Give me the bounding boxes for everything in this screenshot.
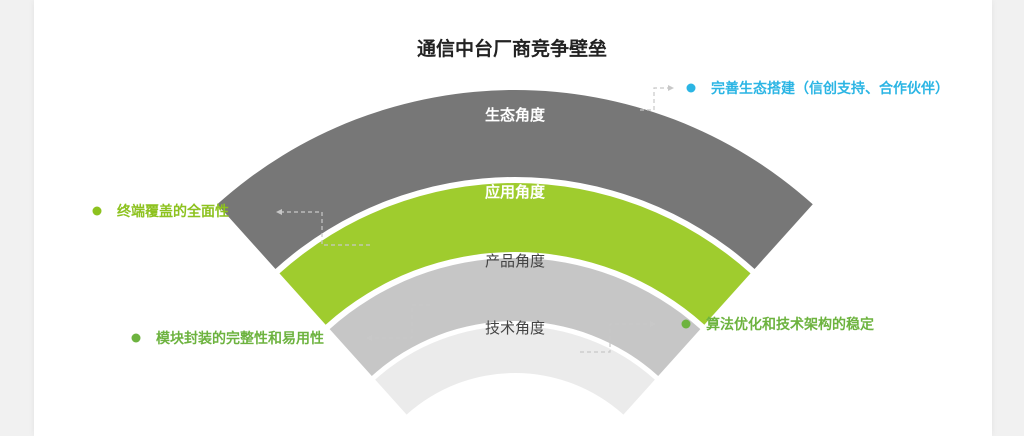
arrow-algorithm-icon (650, 321, 656, 327)
connector-module (372, 304, 430, 339)
arrow-module-icon (366, 335, 372, 341)
bullet-algorithm-icon (681, 319, 691, 329)
annotation-ecosystem: 完善生态搭建（信创支持、合作伙伴） (711, 80, 949, 97)
connector-ecosystem (640, 87, 668, 111)
band-application (279, 183, 751, 325)
band-label-ecosystem: 生态角度 (485, 106, 546, 124)
annotation-terminal: 终端覆盖的全面性 (117, 203, 229, 220)
diagram-title: 通信中台厂商竞争壁垒 (417, 37, 607, 60)
annotation-module: 模块封装的完整性和易用性 (156, 330, 324, 347)
annotation-algorithm: 算法优化和技术架构的稳定 (706, 316, 874, 333)
band-ecosystem (217, 89, 813, 269)
arrow-terminal-icon (276, 209, 282, 215)
band-product (329, 258, 701, 376)
arrow-ecosystem-icon (668, 85, 674, 91)
band-label-application: 应用角度 (485, 183, 546, 201)
bullet-terminal-icon (92, 206, 102, 216)
bullet-ecosystem-icon (686, 83, 696, 93)
band-label-product: 产品角度 (485, 252, 545, 270)
connector-algorithm (580, 323, 650, 353)
connector-terminal (282, 211, 370, 246)
band-label-technology: 技术角度 (485, 319, 545, 337)
band-technology (375, 326, 655, 415)
bullet-module-icon (131, 333, 141, 343)
